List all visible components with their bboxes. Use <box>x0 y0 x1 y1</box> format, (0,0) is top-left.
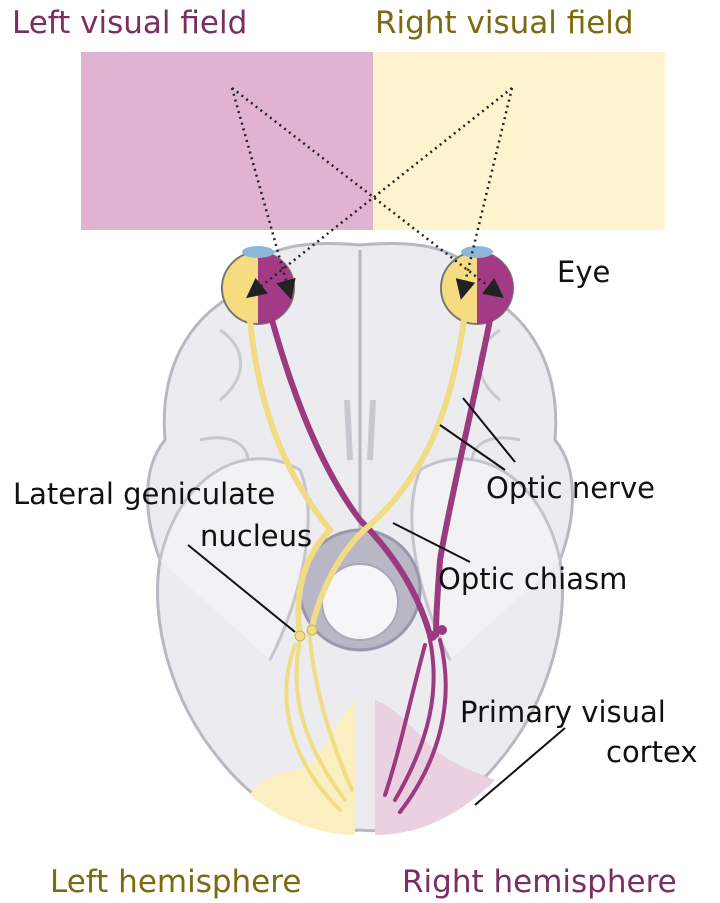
right-visual-field-panel <box>373 52 665 230</box>
primary-visual-label-line2: cortex <box>606 738 697 767</box>
eye-label: Eye <box>557 258 610 287</box>
left-visual-field-panel <box>81 52 373 230</box>
optic-nerve-label: Optic nerve <box>486 474 655 503</box>
lateral-geniculate-label-line2: nucleus <box>200 522 312 551</box>
lateral-geniculate-label-line1: Lateral geniculate <box>13 480 275 509</box>
left-hemisphere-label: Left hemisphere <box>50 867 301 898</box>
optic-chiasm-label: Optic chiasm <box>438 565 627 594</box>
primary-visual-label-line1: Primary visual <box>460 698 666 727</box>
right-hemisphere-label: Right hemisphere <box>402 867 677 898</box>
